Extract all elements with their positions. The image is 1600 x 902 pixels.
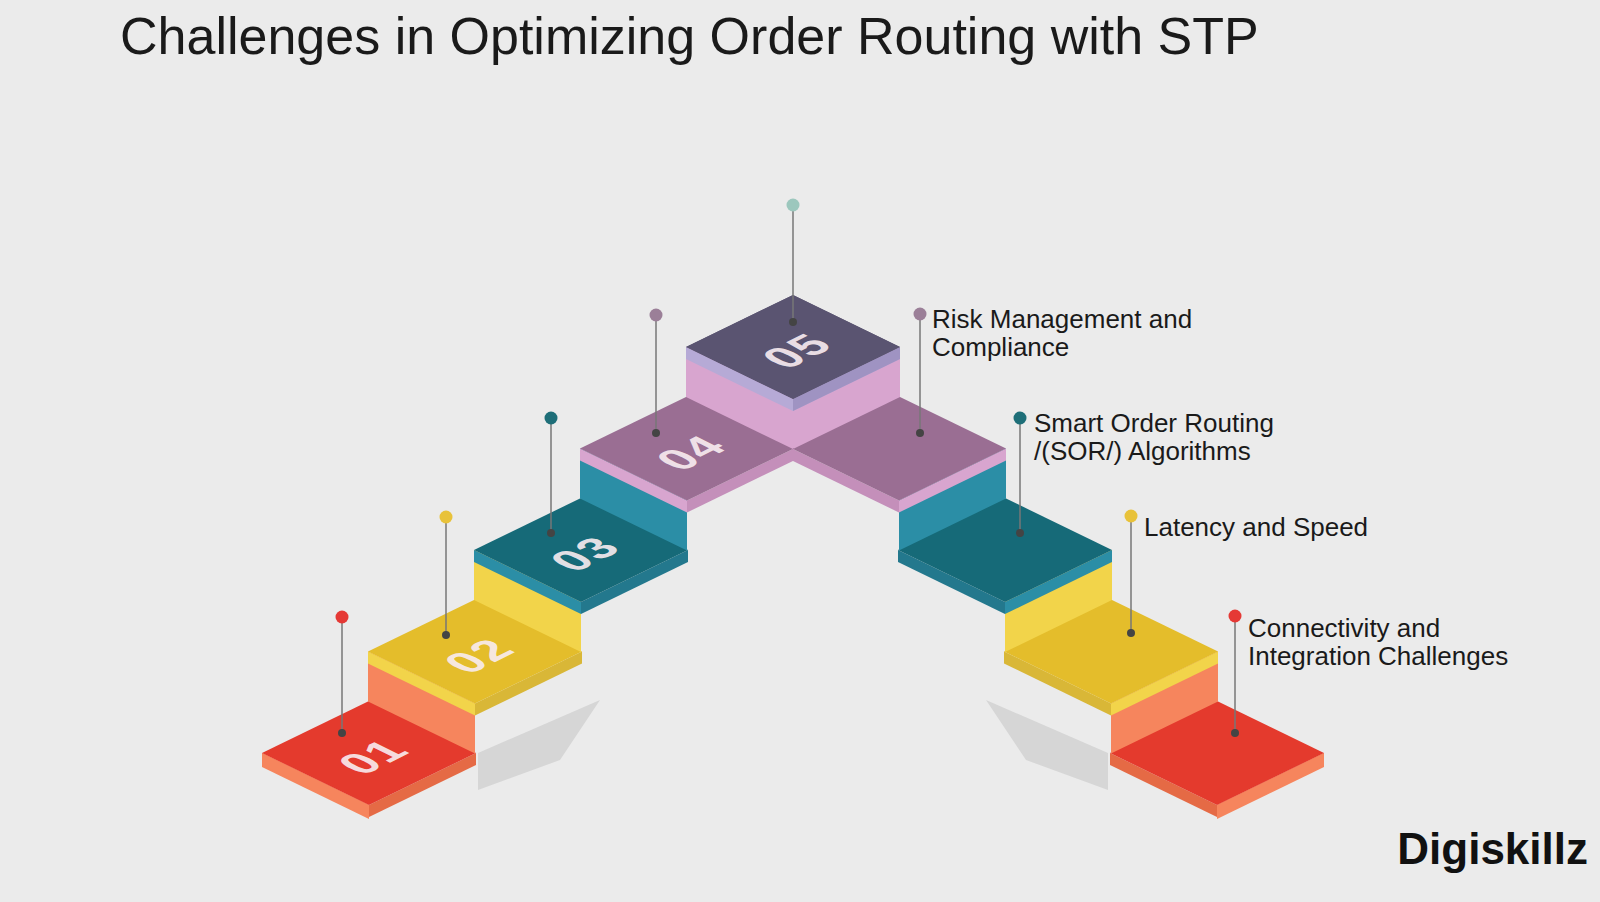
brand-label: Digiskillz — [1397, 824, 1588, 874]
callout-text: Smart Order Routing /(SOR/) Algorithms — [1034, 409, 1324, 465]
right-stairs — [686, 295, 1324, 819]
shadow — [478, 700, 600, 790]
callout-text: Connectivity and Integration Challenges — [1248, 614, 1558, 670]
callout-text: Latency and Speed — [1144, 513, 1368, 541]
title: Challenges in Optimizing Order Routing w… — [120, 4, 1259, 68]
shadow — [986, 700, 1108, 790]
callout-text: Risk Management and Compliance — [932, 305, 1232, 361]
left-stairs — [262, 295, 900, 819]
pins — [336, 199, 1242, 738]
